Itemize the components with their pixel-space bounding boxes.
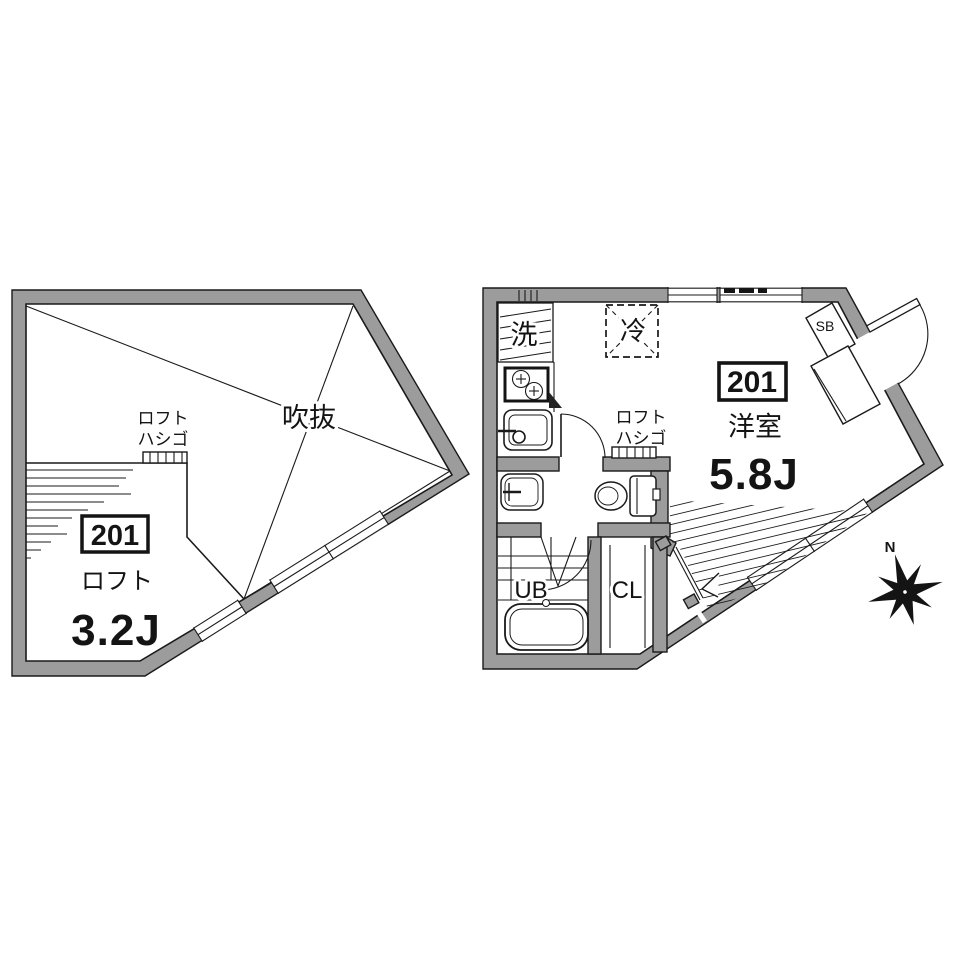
- compass-rose-icon: N: [868, 539, 943, 625]
- main-room-label: 洋室: [728, 412, 782, 442]
- high-window-dashes: [724, 288, 767, 293]
- genkan-door-icon: [654, 535, 720, 610]
- bath-door-swing-icon: [540, 536, 592, 591]
- loft-floor-plan: ロフト ハシゴ 吹抜 201 ロフト 3.2J: [11, 289, 470, 677]
- main-floor-plan: SB 洗: [482, 287, 944, 670]
- compass-north-label: N: [885, 539, 896, 556]
- interior-walls: [496, 456, 677, 655]
- loft-boundary-wall: [26, 462, 245, 600]
- washer-label: 洗: [511, 320, 538, 350]
- loft-slope-hatch: [26, 469, 133, 559]
- loft-unit-number-box: [80, 514, 150, 554]
- hand-basin-icon: [500, 473, 544, 511]
- shoe-box-label: SB: [816, 318, 835, 334]
- bathtub-icon: [504, 599, 589, 651]
- entrance-opening: [853, 330, 901, 392]
- loft-ladder-label-line2: ハシゴ: [138, 429, 189, 449]
- void-label: 吹抜: [282, 403, 336, 433]
- main-unit-number: 201: [727, 366, 777, 399]
- loft-area-label: 3.2J: [71, 606, 161, 655]
- entrance-door-leaf-icon: [865, 297, 921, 333]
- loft-window-small: [192, 599, 247, 643]
- washroom-door-swing-icon: [560, 413, 606, 459]
- refrigerator-area: 冷: [605, 304, 659, 358]
- main-area-label: 5.8J: [709, 450, 799, 499]
- kitchen-sink-icon: [498, 409, 553, 451]
- shoe-box-lower-inner-line: [813, 368, 847, 422]
- shoe-box-lower: [810, 345, 881, 425]
- main-loft-ladder-icon: [611, 446, 657, 459]
- main-ladder-label-line2: ハシゴ: [616, 428, 667, 448]
- closet-label: CL: [612, 577, 643, 604]
- door-swing-arrow-icon: [700, 572, 720, 598]
- loft-window-large: [269, 510, 390, 595]
- main-ladder-label-line1: ロフト: [616, 408, 667, 427]
- main-unit-number-box: [717, 361, 788, 402]
- wall-break: [692, 605, 707, 624]
- washing-machine-area: 洗: [497, 290, 554, 363]
- top-window-left: [667, 287, 718, 303]
- loft-ladder-icon: [142, 451, 188, 464]
- fridge-label: 冷: [620, 316, 646, 346]
- unit-bath-label: UB: [514, 577, 547, 604]
- loft-ladder-label-line1: ロフト: [138, 409, 189, 428]
- top-window-right: [719, 287, 803, 303]
- closet-area: CL: [609, 545, 646, 648]
- loft-unit-number: 201: [91, 520, 139, 552]
- entrance-door-swing-icon: [897, 304, 929, 385]
- loft-room-label: ロフト: [81, 568, 153, 595]
- stove-icon: [503, 366, 562, 408]
- unit-bath-area: UB: [498, 536, 592, 651]
- toilet-icon: [594, 475, 661, 517]
